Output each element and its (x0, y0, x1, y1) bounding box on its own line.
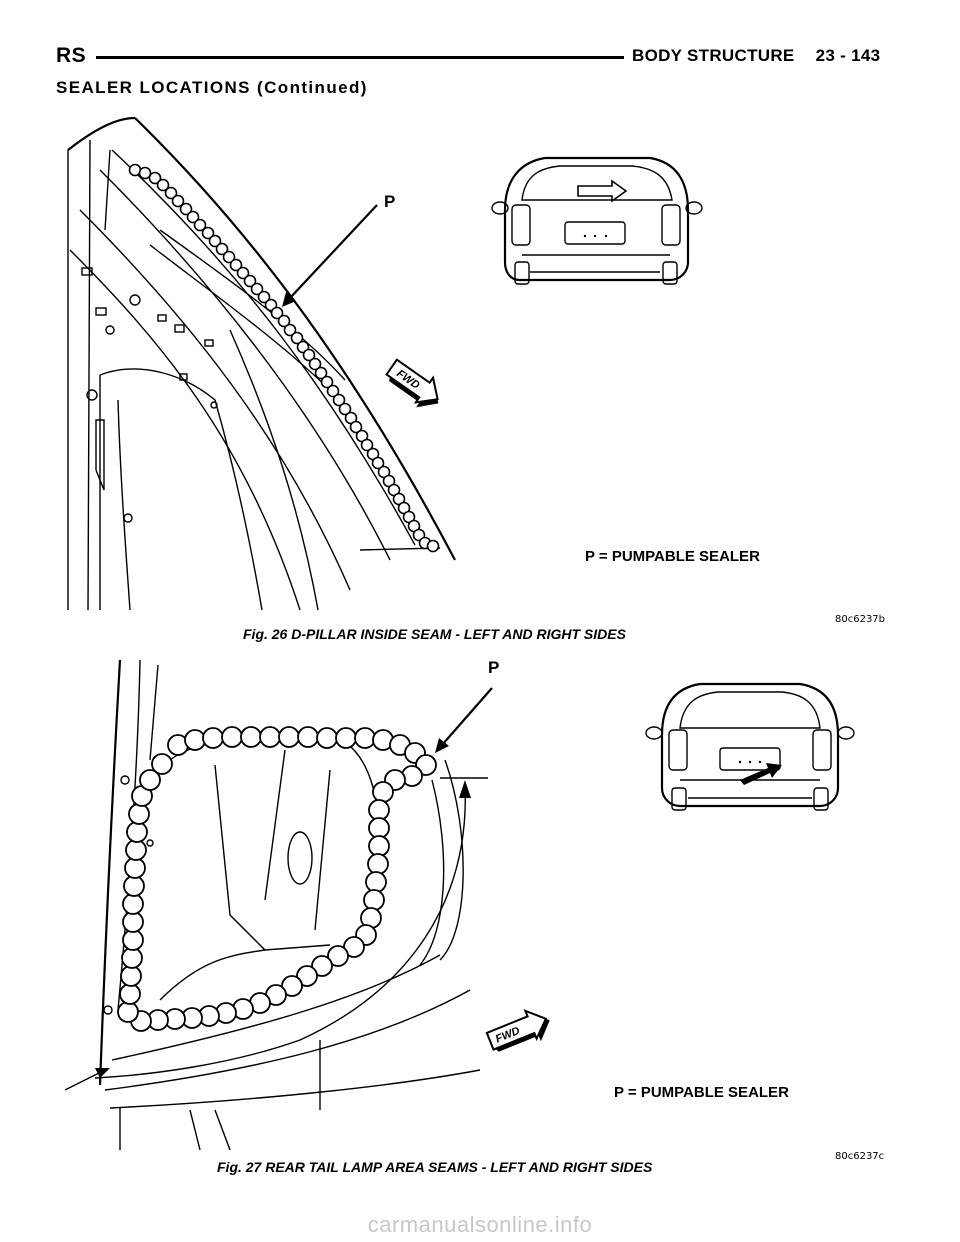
legend-26: P = PUMPABLE SEALER (585, 548, 760, 565)
legend-27: P = PUMPABLE SEALER (614, 1084, 789, 1101)
watermark: carmanualsonline.info (367, 1212, 593, 1237)
chapter-title: BODY STRUCTURE (632, 46, 795, 65)
vehicle-rear-view-inset-27 (645, 682, 855, 811)
caption-26: Fig. 26 D-PILLAR INSIDE SEAM - LEFT AND … (243, 626, 626, 642)
figure-code-27: 80c6237c (835, 1151, 885, 1162)
figure-code-26: 80c6237b (835, 614, 886, 625)
callout-p-26: P (384, 192, 396, 211)
header-rule (96, 56, 624, 59)
pumpable-sealer-bead-26 (128, 163, 440, 553)
section-code: RS (56, 44, 87, 67)
section-title: SEALER LOCATIONS (Continued) (56, 78, 368, 97)
callout-p-27: P (488, 658, 500, 677)
pumpable-sealer-bead-27 (117, 726, 437, 1032)
fwd-arrow-icon: FWD (485, 1009, 550, 1052)
vehicle-rear-view-inset-26 (491, 156, 703, 285)
page-number: 23 - 143 (815, 46, 881, 65)
running-header: BODY STRUCTURE 23 - 143 (632, 46, 880, 66)
caption-27: Fig. 27 REAR TAIL LAMP AREA SEAMS - LEFT… (217, 1159, 653, 1175)
